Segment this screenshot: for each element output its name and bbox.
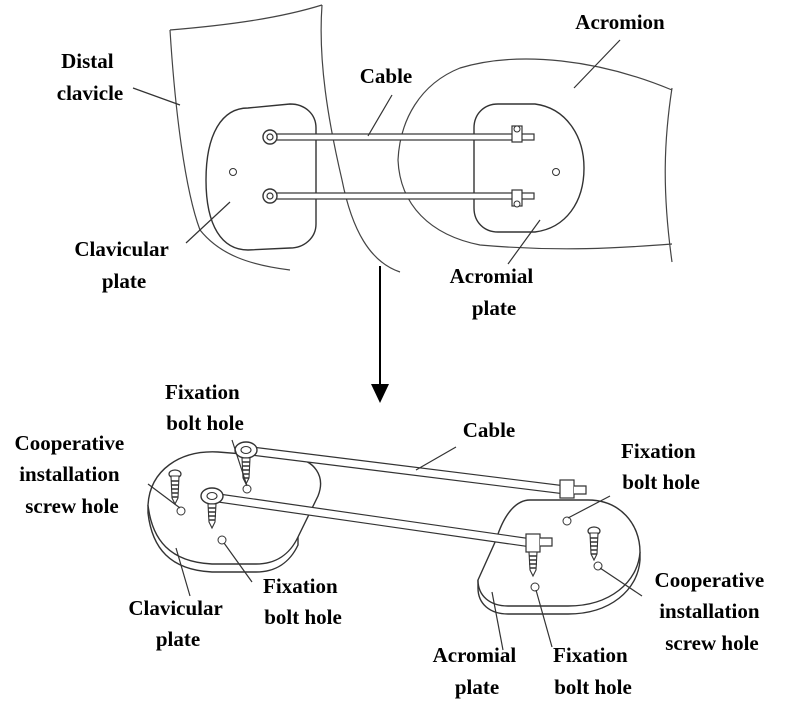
label-fixation-mid: Fixation bolt hole — [263, 574, 343, 629]
acromion-right-edge — [664, 87, 673, 263]
acromion-outline — [397, 58, 673, 250]
leader-fixation-bottom — [535, 589, 553, 648]
leader-top-clavicular-plate — [185, 201, 231, 244]
leader-top-acromial-plate — [507, 219, 541, 265]
top-clav-side-hole — [229, 168, 237, 176]
bottom-clav-fix-hole-upper — [242, 484, 252, 494]
leader-fixation-mid — [223, 542, 253, 583]
leader-top-cable — [367, 94, 393, 137]
top-view: Distal clavicle Acromion Cable Clavicula… — [57, 4, 673, 320]
label-top-clavicular-plate: Clavicular plate — [74, 237, 173, 293]
top-clamp-upper-bolt — [513, 125, 521, 133]
top-cable-lower — [271, 192, 535, 200]
bottom-coop-screw-left-thread — [171, 480, 179, 498]
top-cable-upper — [271, 133, 535, 141]
leader-bottom-clavicular-plate — [175, 547, 191, 597]
bottom-acro-plate-top — [477, 499, 641, 607]
label-bottom-clavicular-plate: Clavicular plate — [128, 596, 227, 651]
leader-fixation-right — [567, 495, 611, 519]
bottom-clav-plate-top — [147, 451, 322, 565]
leader-coop-right — [599, 567, 643, 597]
label-bottom-acromial-plate: Acromial plate — [433, 643, 522, 699]
label-acromion: Acromion — [575, 10, 665, 34]
label-fixation-right: Fixation bolt hole — [621, 439, 701, 494]
label-distal-clavicle: Distal clavicle — [57, 49, 123, 105]
bottom-clav-fix-hole-lower — [217, 535, 227, 545]
label-top-acromial-plate: Acromial plate — [450, 264, 539, 320]
transition-arrow — [371, 266, 389, 403]
bottom-anchor-lower-ring — [206, 491, 218, 501]
top-acromial-plate — [473, 103, 585, 233]
top-anchor-lower-inner — [266, 192, 274, 200]
bottom-acro-fix-hole-lower — [530, 582, 540, 592]
leader-distal-clavicle — [132, 87, 181, 106]
leader-bottom-acromial-plate — [491, 591, 504, 651]
bottom-clamp-upper-arm — [574, 485, 587, 495]
distal-clavicle-outline — [169, 4, 401, 273]
bottom-view: Fixation bolt hole Cooperative installat… — [15, 380, 770, 699]
bottom-anchor-upper-thread — [242, 461, 250, 479]
bottom-anchor-upper-ring — [240, 445, 252, 455]
bottom-coop-screw-right-thread — [590, 537, 598, 555]
leader-bottom-cable — [415, 446, 457, 471]
leader-acromion — [573, 39, 621, 89]
label-coop-left: Cooperative installation screw hole — [15, 431, 130, 518]
top-anchor-upper-inner — [266, 133, 274, 141]
label-coop-right: Cooperative installation screw hole — [655, 568, 770, 655]
leader-fixation-top — [231, 439, 248, 487]
label-fixation-bottom: Fixation bolt hole — [553, 643, 633, 699]
top-acro-side-hole — [552, 168, 560, 176]
bottom-clamp-lower — [525, 533, 541, 553]
label-fixation-top: Fixation bolt hole — [165, 380, 245, 435]
bottom-clamp-lower-arm — [540, 537, 553, 547]
leader-coop-left — [147, 483, 181, 509]
bottom-clav-coop-hole — [176, 506, 186, 516]
bottom-clamp-lower-thread — [529, 555, 537, 569]
label-bottom-cable: Cable — [463, 418, 516, 442]
bottom-anchor-lower-thread — [208, 507, 216, 521]
top-clavicular-plate — [205, 103, 317, 251]
arrow-head — [371, 384, 389, 403]
label-top-cable: Cable — [360, 64, 413, 88]
bottom-acro-fix-hole-upper — [562, 516, 572, 526]
top-clamp-lower-bolt — [513, 200, 521, 208]
bottom-clamp-upper — [559, 479, 575, 499]
